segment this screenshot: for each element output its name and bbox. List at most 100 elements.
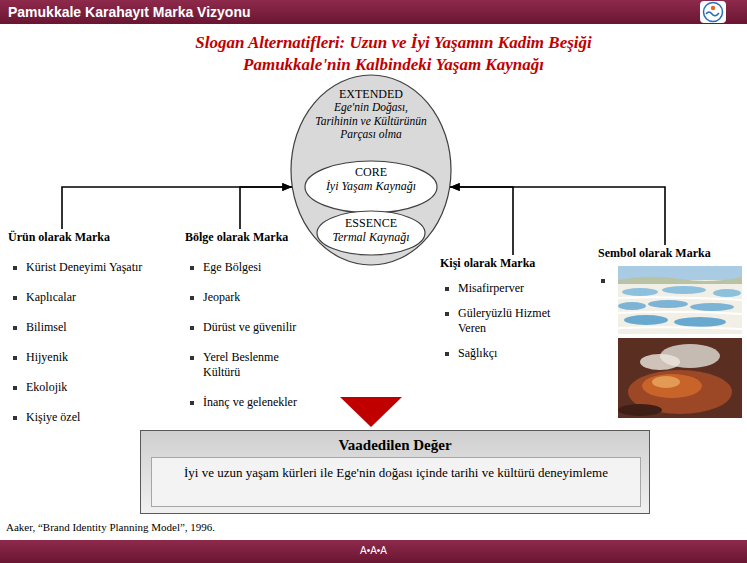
bullet-square — [445, 312, 449, 316]
down-triangle — [340, 397, 402, 427]
extended-ellipse: EXTENDEDEge'nin Doğası, Tarihinin ve Kül… — [290, 74, 452, 266]
bullet-item: Yerel Beslenme Kültürü — [185, 350, 320, 380]
arrow-connector — [240, 187, 292, 229]
node-body: Termal Kaynağı — [316, 230, 426, 244]
bullet-square — [445, 287, 449, 291]
bullet-item: Hijyenik — [8, 350, 180, 365]
node-body: Ege'nin Doğası, Tarihinin ve Kültürünün … — [315, 101, 427, 142]
bullet-item: Güleryüzlü Hizmet Veren — [440, 306, 580, 336]
column-heading-row: Sembol olarak Marka — [598, 245, 738, 261]
photo-rock — [652, 376, 680, 388]
photo-pool — [662, 286, 706, 294]
node-heading: Vaadedilen Değer — [149, 435, 641, 455]
footer-mark: A•A•A — [0, 544, 747, 558]
photo-pool — [624, 315, 668, 325]
photo-hills — [618, 277, 742, 284]
photo-ground — [618, 338, 742, 418]
node-heading: CORE — [304, 165, 438, 179]
node-body: İyi Yaşam Kaynağı — [304, 179, 438, 193]
bullet-item: Kaplıcalar — [8, 290, 180, 305]
column-heading: Kişi olarak Marka — [440, 255, 580, 271]
bullet-square — [13, 356, 17, 360]
photo-rock — [642, 374, 702, 398]
bullet-item: Jeopark — [185, 290, 320, 305]
ellipse-shape — [291, 75, 451, 265]
photo-pool — [674, 317, 726, 327]
essence-ellipse: ESSENCETermal Kaynağı — [316, 210, 426, 256]
bullet-square — [190, 266, 194, 270]
bullet-item: Kişiye özel — [8, 410, 180, 425]
bullet-square — [190, 401, 194, 405]
logo-ring — [704, 3, 723, 22]
photo-steam — [640, 354, 680, 370]
column-heading: Bölge olarak Marka — [185, 229, 320, 245]
arrow-connector — [62, 187, 292, 229]
bullet-square — [13, 266, 17, 270]
bullet-text: İnanç ve gelenekler — [203, 395, 313, 410]
bullet-item: Bilimsel — [8, 320, 180, 335]
node-heading: ESSENCE — [316, 216, 426, 230]
photo-ground — [618, 266, 742, 334]
photo-terrace-edges — [618, 297, 742, 329]
terraces-photo — [618, 266, 742, 334]
photo-pool — [618, 302, 646, 310]
person-column: Kişi olarak MarkaMisafirperverGüleryüzlü… — [440, 255, 580, 361]
core-ellipse: COREİyi Yaşam KaynağıESSENCETermal Kayna… — [304, 160, 438, 214]
photo-pool — [648, 300, 688, 308]
column-heading-row: Ürün olarak Marka — [8, 229, 180, 245]
header-bar — [0, 0, 747, 24]
bullet-text: Ekolojik — [26, 380, 176, 395]
logo-wave — [706, 12, 719, 16]
bullet-item: Ekolojik — [8, 380, 180, 395]
bullet-square — [13, 386, 17, 390]
bullet-text: Sağlıkçı — [458, 346, 566, 361]
rock-photo — [618, 338, 742, 418]
bullet-square — [190, 326, 194, 330]
bullet-square — [445, 352, 449, 356]
bullet-item: İnanç ve gelenekler — [185, 395, 320, 410]
bullet-item: Sağlıkçı — [440, 346, 580, 361]
page-title: Pamukkale Karahayıt Marka Vizyonu — [8, 3, 251, 21]
photo-pool — [690, 303, 734, 311]
ellipse-shape — [305, 161, 437, 213]
bullet-text: Yerel Beslenme Kültürü — [203, 350, 313, 380]
photo-shadow — [618, 404, 662, 416]
node-heading: İyi ve uzun yaşam kürleri ile Ege'nin do… — [181, 464, 611, 482]
bullet-text: Bilimsel — [26, 320, 176, 335]
logo-icon — [700, 1, 726, 23]
column-heading: Sembol olarak Marka — [598, 245, 738, 261]
arrow-connector — [450, 187, 513, 255]
bullet-text: Kürist Deneyimi Yaşatır — [26, 260, 176, 275]
bullet-square — [601, 279, 605, 283]
product-column: Ürün olarak MarkaKürist Deneyimi Yaşatır… — [8, 229, 180, 425]
column-heading-row: Bölge olarak Marka — [185, 229, 320, 245]
source-note: Aaker, “Brand Identity Planning Model”, … — [6, 520, 506, 534]
logo-ground — [700, 1, 726, 23]
column-heading-row: Kişi olarak Marka — [440, 255, 580, 271]
bullet-text: Dürüst ve güvenilir — [203, 320, 313, 335]
photo-pool — [622, 288, 658, 296]
bullet-item: Dürüst ve güvenilir — [185, 320, 320, 335]
node-heading: EXTENDED — [290, 87, 452, 101]
column-heading: Ürün olarak Marka — [8, 229, 180, 245]
region-column: Bölge olarak MarkaEge BölgesiJeoparkDürü… — [185, 229, 320, 410]
slogan-line: Pamukkale'nin Kalbindeki Yaşam Kaynağı — [40, 55, 747, 75]
bullet-item: Kürist Deneyimi Yaşatır — [8, 260, 180, 275]
bullet-text: Hijyenik — [26, 350, 176, 365]
bullet-item: Misafirperver — [440, 281, 580, 296]
value-statement-box: İyi ve uzun yaşam kürleri ile Ege'nin do… — [151, 457, 641, 507]
logo-dot — [711, 6, 715, 10]
ellipse-shape — [317, 211, 425, 255]
promised-value-box: Vaadedilen Değerİyi ve uzun yaşam kürler… — [140, 430, 650, 514]
slogan-line: Slogan Alternatifleri: Uzun ve İyi Yaşam… — [40, 33, 747, 53]
bullet-square — [13, 296, 17, 300]
photo-pool — [713, 289, 741, 297]
bullet-square — [13, 326, 17, 330]
bullet-text: Ege Bölgesi — [203, 260, 313, 275]
symbol-column: Sembol olarak Marka — [598, 245, 738, 261]
bullet-square — [190, 296, 194, 300]
bullet-text: Güleryüzlü Hizmet Veren — [458, 306, 566, 336]
bullet-text: Jeopark — [203, 290, 313, 305]
arrow-connector — [450, 187, 665, 245]
